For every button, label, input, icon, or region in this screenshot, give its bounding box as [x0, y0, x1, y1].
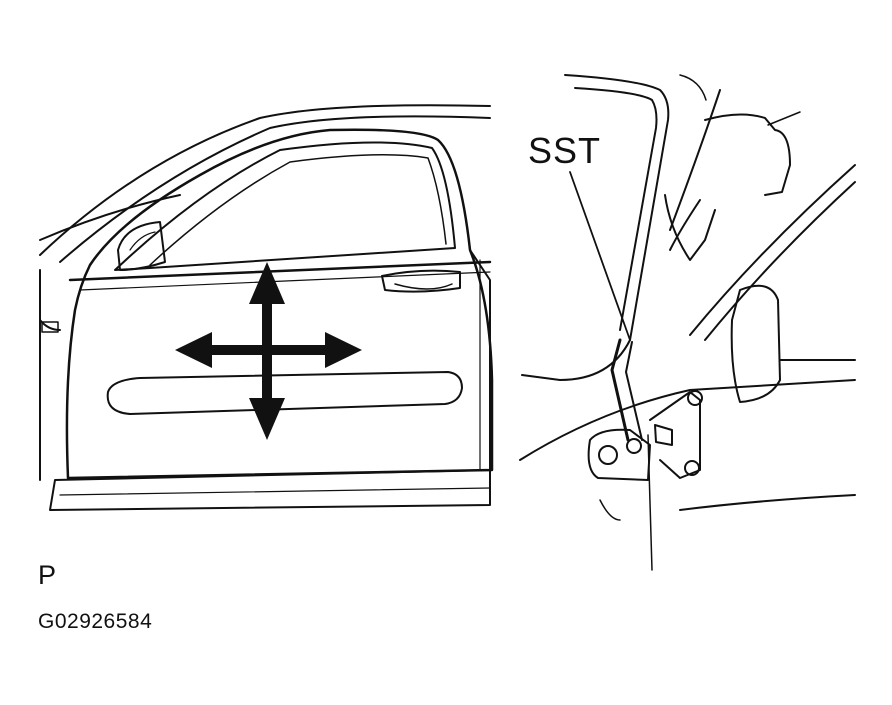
view-letter-label: P [38, 560, 57, 590]
sst-label: SST [528, 130, 602, 171]
hinge-closeup-illustration [519, 74, 856, 571]
vehicle-door-illustration [39, 104, 494, 511]
four-way-arrow-icon [175, 262, 362, 440]
figure-code-label: G02926584 [38, 610, 153, 633]
